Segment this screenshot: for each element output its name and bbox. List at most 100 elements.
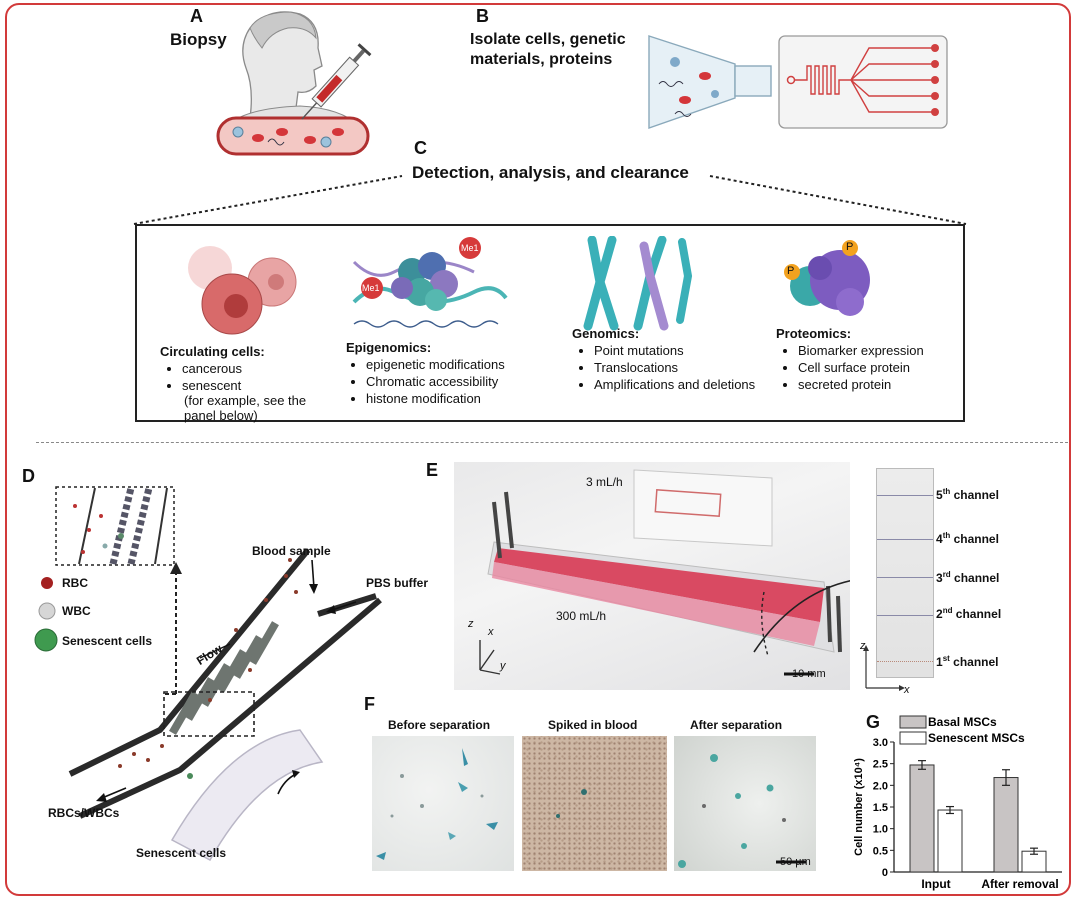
circulating-cells-list: cancerous senescent <box>164 360 352 394</box>
y-tick-label: 2.0 <box>873 780 888 792</box>
image-title-before: Before separation <box>388 718 491 732</box>
micrograph-after-cells <box>678 754 806 868</box>
bar <box>909 764 935 873</box>
p-label-right: P <box>846 241 854 253</box>
rbcs-wbcs-label: RBCs/WBCs <box>48 806 120 820</box>
axis-z-label: z <box>468 618 474 630</box>
panel-g-letter: G <box>866 712 881 732</box>
proteomics-title: Proteomics: <box>776 326 852 341</box>
device-drawing <box>479 469 850 676</box>
chromosomes-illustration <box>583 236 693 331</box>
legend-label: Basal MSCs <box>928 715 997 729</box>
channel-1-label: 1st channel <box>936 654 999 669</box>
figure-frame <box>5 3 1071 896</box>
list-item: Translocations <box>594 359 774 376</box>
rbc-icon <box>41 577 53 589</box>
panel-c-box <box>135 224 965 422</box>
list-item: epigenetic modifications <box>366 356 576 373</box>
circulating-cells-illustration <box>188 246 297 335</box>
y-tick-label: 2.5 <box>873 759 888 771</box>
channel-photo <box>876 468 934 678</box>
list-item: cancerous <box>182 360 352 377</box>
y-tick-label: 1.0 <box>873 824 888 836</box>
legend-swatch <box>899 715 927 729</box>
micrograph-before <box>372 736 514 871</box>
genomics-title: Genomics: <box>572 326 640 341</box>
panel-f-letter: F <box>364 694 375 714</box>
y-tick-label: 1.5 <box>873 802 888 814</box>
legend-rbc: RBC <box>62 576 88 590</box>
biopsy-illustration <box>216 11 372 156</box>
panel-a-letter: A <box>190 6 203 26</box>
channel-3-label: 3rd channel <box>936 570 1000 585</box>
epigenomics-list: epigenetic modifications Chromatic acces… <box>348 356 576 407</box>
panel-a-label: Biopsy <box>170 30 227 49</box>
micrograph-spiked <box>522 736 667 871</box>
flow-rate-main: 300 mL/h <box>556 609 607 623</box>
p-label-left: P <box>787 265 795 277</box>
panel-c-letter: C <box>414 138 427 158</box>
separation-channel-diagram <box>68 548 382 862</box>
blood-sample-label: Blood sample <box>252 544 331 558</box>
circulating-cells-note: (for example, see the panel below) <box>184 393 307 423</box>
panel-b-letter: B <box>476 6 489 26</box>
me1-label-left: Me1 <box>362 283 380 293</box>
micrograph-before-cells <box>376 748 498 860</box>
inset-zoom <box>55 486 175 566</box>
list-item: Point mutations <box>594 342 774 359</box>
legend-senescent: Senescent cells <box>62 634 153 648</box>
list-item: senescent <box>182 377 352 394</box>
epigenomics-title: Epigenomics: <box>346 340 432 355</box>
bar <box>937 809 963 873</box>
proteomics-list: Biomarker expression Cell surface protei… <box>780 342 978 393</box>
y-tick-label: 0.5 <box>873 845 888 857</box>
axis-y-label: y <box>500 660 506 672</box>
channel-axis-z: z <box>860 640 866 652</box>
senescent-outlet-label: Senescent cells <box>136 846 227 860</box>
pbs-buffer-label: PBS buffer <box>366 576 429 590</box>
channel-4-label: 4th channel <box>936 531 999 546</box>
wbc-icon <box>38 602 56 620</box>
senescent-cell-icon <box>34 628 58 652</box>
protein-illustration <box>784 240 870 316</box>
epigenomics-illustration <box>352 237 508 328</box>
image-title-spiked: Spiked in blood <box>548 718 638 732</box>
legend-label: Senescent MSCs <box>928 731 1025 745</box>
device-scale-label: 10 mm <box>792 668 826 680</box>
channel-axes <box>863 645 905 691</box>
micrograph-scale-label: 50 µm <box>780 856 811 868</box>
section-divider <box>36 442 1068 443</box>
y-tick-label: 3.0 <box>873 737 888 749</box>
panel-d-letter: D <box>22 466 35 486</box>
list-item: Cell surface protein <box>798 359 978 376</box>
list-item: histone modification <box>366 390 576 407</box>
y-tick-label: 0 <box>882 867 888 879</box>
x-tick-label: After removal <box>981 877 1058 891</box>
channel-axis-x: x <box>904 684 910 696</box>
genomics-list: Point mutations Translocations Amplifica… <box>576 342 774 393</box>
legend-swatch <box>899 731 927 745</box>
list-item: Biomarker expression <box>798 342 978 359</box>
channel-2-label: 2nd channel <box>936 606 1002 621</box>
panel-c-title: Detection, analysis, and clearance <box>412 163 689 182</box>
x-tick-label: Input <box>921 877 950 891</box>
y-axis-label: Cell number (x10⁴) <box>853 758 865 856</box>
axis-x-label: x <box>488 626 494 638</box>
list-item: secreted protein <box>798 376 978 393</box>
legend-wbc: WBC <box>62 604 91 618</box>
bar <box>993 777 1019 873</box>
list-item: Chromatic accessibility <box>366 373 576 390</box>
isolation-device-illustration <box>648 35 948 129</box>
flow-rate-top: 3 mL/h <box>586 475 623 489</box>
panel-c-connectors <box>133 175 967 225</box>
circulating-cells-title: Circulating cells: <box>160 344 265 359</box>
panel-e-letter: E <box>426 460 439 480</box>
list-item: Amplifications and deletions <box>594 376 774 393</box>
me1-label-right: Me1 <box>461 243 479 253</box>
micrograph-spiked-cells <box>556 789 587 818</box>
micrograph-after <box>674 736 816 871</box>
image-title-after: After separation <box>690 718 783 732</box>
channel-5-label: 5th channel <box>936 487 999 502</box>
panel-b-label: Isolate cells, genetic materials, protei… <box>470 31 626 68</box>
